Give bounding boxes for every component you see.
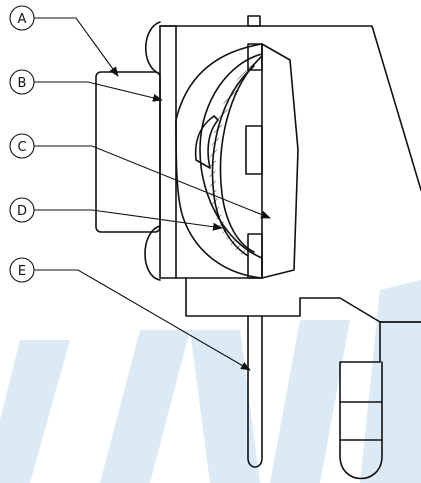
callout-label-D: D	[17, 204, 27, 219]
callout-label-C: C	[17, 140, 26, 155]
mount-bumps	[144, 21, 161, 281]
lens-assembly	[175, 43, 299, 279]
callout-label-E: E	[18, 264, 26, 279]
callout-A: A	[9, 5, 35, 31]
left-bracket	[95, 71, 161, 233]
watermark-background	[0, 280, 421, 483]
callout-label-A: A	[18, 12, 27, 27]
leader-lines	[34, 17, 271, 371]
pin	[247, 315, 263, 468]
callout-E: E	[9, 257, 35, 283]
callout-D: D	[9, 197, 35, 223]
callout-label-B: B	[18, 76, 27, 91]
callout-B: B	[9, 69, 35, 95]
callout-C: C	[9, 133, 35, 159]
lower-plug	[339, 321, 421, 480]
